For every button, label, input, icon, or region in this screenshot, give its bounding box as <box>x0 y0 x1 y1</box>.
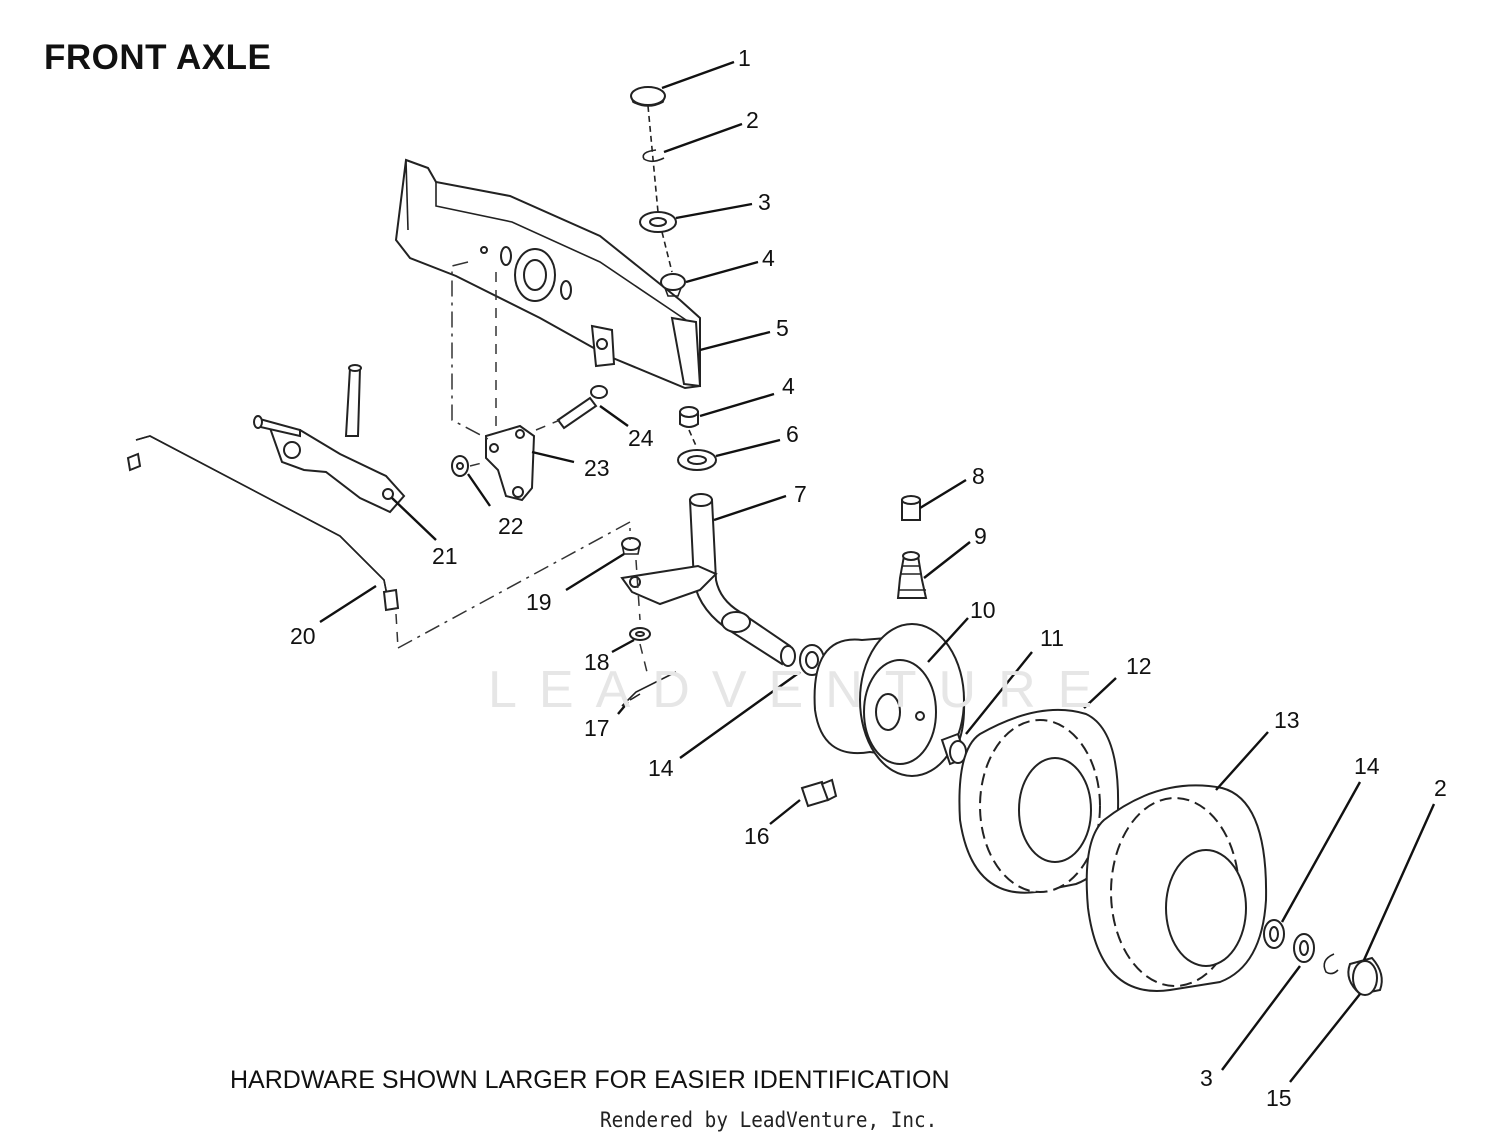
bracket-23 <box>485 424 536 502</box>
callout-7: 7 <box>794 481 807 507</box>
nut-22 <box>451 455 469 477</box>
callout-4: 4 <box>762 245 775 271</box>
hub-cap-1 <box>630 86 666 107</box>
callout-3b: 3 <box>1200 1065 1213 1091</box>
callout-12: 12 <box>1126 653 1152 679</box>
valve-stem-9 <box>896 551 928 599</box>
callout-13: 13 <box>1274 707 1300 733</box>
washer-19 <box>621 537 641 555</box>
callout-18: 18 <box>584 649 610 675</box>
spindle-7 <box>620 493 796 667</box>
washer-14-outer <box>1263 919 1285 949</box>
callout-23: 23 <box>584 455 610 481</box>
callout-8: 8 <box>972 463 985 489</box>
bushing-4-lower <box>679 406 699 428</box>
callout-19: 19 <box>526 589 552 615</box>
callout-9: 9 <box>974 523 987 549</box>
callout-2: 2 <box>746 107 759 133</box>
washer-3 <box>639 211 677 233</box>
drag-link-20 <box>126 435 400 612</box>
callout-3: 3 <box>758 189 771 215</box>
hardware-note: HARDWARE SHOWN LARGER FOR EASIER IDENTIF… <box>230 1066 950 1094</box>
tire-12 <box>958 708 1120 894</box>
retaining-ring-2-outer <box>1323 953 1339 975</box>
grease-fitting-16 <box>800 778 838 808</box>
callout-21: 21 <box>432 543 458 569</box>
steering-shaft-21 <box>253 364 406 514</box>
bushing-4-upper <box>660 273 686 297</box>
callout-1: 1 <box>738 45 751 71</box>
callout-24: 24 <box>628 425 654 451</box>
render-credit: Rendered by LeadVenture, Inc. <box>600 1108 938 1132</box>
bolt-24 <box>556 385 608 430</box>
callout-5: 5 <box>776 315 789 341</box>
callout-4b: 4 <box>782 373 795 399</box>
callout-14b: 14 <box>648 755 674 781</box>
hub-cap-15 <box>1347 956 1383 996</box>
washer-6 <box>677 449 717 471</box>
watermark: LEADVENTURE <box>488 661 1115 719</box>
callout-16: 16 <box>744 823 770 849</box>
callout-20: 20 <box>290 623 316 649</box>
tire-13 <box>1085 784 1268 992</box>
callout-11: 11 <box>1040 625 1064 651</box>
retaining-ring-2 <box>642 149 665 163</box>
callout-15: 15 <box>1266 1085 1292 1111</box>
callout-17: 17 <box>584 715 610 741</box>
callout-2b: 2 <box>1434 775 1447 801</box>
callout-22: 22 <box>498 513 524 539</box>
valve-cap-8 <box>901 495 921 521</box>
callout-14: 14 <box>1354 753 1380 779</box>
bearing-11 <box>940 732 968 766</box>
callout-numbers: 1 2 3 4 5 4 6 7 8 9 10 11 12 13 14 2 24 … <box>290 45 1447 1111</box>
leader-lines <box>319 60 1436 1083</box>
washer-3-outer <box>1293 933 1315 963</box>
front-axle-beam <box>394 158 702 390</box>
callout-6: 6 <box>786 421 799 447</box>
page-title: FRONT AXLE <box>44 38 272 77</box>
washer-18 <box>629 627 651 641</box>
wheel-rim-10 <box>813 623 966 777</box>
callout-10: 10 <box>970 597 996 623</box>
washer-14-inner <box>799 644 825 676</box>
cotter-pin-17 <box>621 671 677 707</box>
